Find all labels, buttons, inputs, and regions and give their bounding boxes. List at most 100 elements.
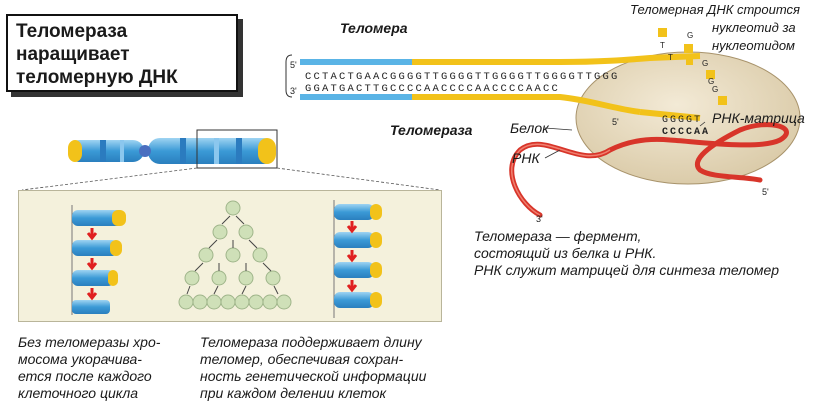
nucleotide-block: [718, 96, 727, 105]
dna-note-2: нуклеотид за: [712, 20, 796, 35]
cell: [248, 294, 264, 310]
red-arrow: [86, 258, 98, 271]
telomere-cap: [108, 270, 118, 286]
enzyme-caption: Теломераза — фермент, состоящий из белка…: [474, 228, 779, 279]
telomere-cap: [370, 232, 382, 248]
red-arrow: [86, 228, 98, 241]
zoom-box: [196, 129, 278, 169]
title-box: Теломераза наращивает теломерную ДНК: [6, 14, 238, 92]
title-line-1: Теломераза: [16, 21, 128, 42]
middle-caption-line: Теломераза поддерживает длину: [200, 334, 422, 350]
left-caption-line: ется после каждого: [18, 368, 152, 384]
nucleotide-label: T: [668, 53, 673, 62]
cell: [198, 247, 214, 263]
title-line-2: наращивает: [16, 44, 130, 65]
cell: [192, 294, 208, 310]
cell: [212, 224, 228, 240]
left-caption-line: Без теломеразы хро-: [18, 334, 161, 350]
end-5-right: 5': [762, 187, 769, 197]
chromosome-segment: [72, 300, 110, 314]
left-caption: Без теломеразы хро- мосома укорачива- ет…: [18, 334, 160, 402]
cell: [238, 270, 254, 286]
end-5-rna: 5': [612, 117, 619, 127]
dna-note-1: Теломерная ДНК строится: [630, 2, 800, 17]
enzyme-caption-line: состоящий из белка и РНК.: [474, 245, 657, 261]
chromosome-segment: [334, 292, 374, 308]
band: [214, 138, 219, 164]
band: [180, 138, 186, 164]
free-nucleotides: T G G G T G: [658, 28, 727, 105]
nucleotide-block: [658, 28, 667, 37]
red-arrow: [346, 280, 358, 293]
telomere-cap: [370, 262, 382, 278]
extension-sequence: GGGGT: [662, 115, 702, 126]
enzyme-caption-line: Теломераза — фермент,: [474, 228, 642, 244]
chromosome-segment: [72, 210, 124, 226]
division-arrows: [186, 215, 279, 295]
middle-caption-line: теломер, обеспечивая сохран-: [200, 351, 404, 367]
band: [120, 140, 124, 162]
maintained-chromosomes: [333, 200, 382, 318]
enzyme-caption-line: РНК служит матрицей для синтеза теломер: [474, 262, 780, 278]
left-caption-line: мосома укорачива-: [18, 351, 142, 367]
telomere-cap: [370, 292, 382, 308]
dna-bottom-yellow: [412, 94, 641, 115]
red-arrow: [346, 250, 358, 263]
chromosome: [21, 129, 441, 191]
cell: [206, 294, 222, 310]
zoom-line-left: [21, 167, 198, 191]
nucleotide-label: T: [660, 41, 665, 50]
red-arrow: [86, 288, 98, 301]
middle-caption-line: при каждом делении клеток: [200, 385, 387, 401]
template-leader: [699, 121, 706, 127]
nucleotide-block: [686, 58, 693, 65]
cell: [276, 294, 292, 310]
telomere-right: [258, 138, 276, 164]
cell: [225, 247, 241, 263]
cell: [211, 270, 227, 286]
band: [236, 138, 242, 164]
zoom-line-right: [276, 167, 441, 191]
telomere-cap: [370, 204, 382, 220]
cell: [252, 247, 268, 263]
cell: [184, 270, 200, 286]
cell: [262, 294, 278, 310]
bottom-strand-sequence: GGATGACTTGCCCCAACCCCAACCCCAACC: [305, 83, 560, 95]
dna-top-yellow: [412, 53, 701, 65]
telomere-cap: [112, 210, 126, 226]
shortening-chromosomes: [71, 205, 126, 315]
band: [100, 140, 106, 162]
dna-note-3: нуклеотидом: [712, 38, 795, 53]
telomere-cap: [110, 240, 122, 256]
cell: [234, 294, 250, 310]
chromosome-segment: [72, 270, 114, 286]
chromosome-segment: [72, 240, 118, 256]
dna-extension: [639, 109, 701, 121]
top-strand-sequence: CCTACTGAACGGGGTTGGGGTTGGGGTTGGGGTTGGG: [305, 71, 620, 83]
centromere: [139, 145, 151, 157]
cell: [238, 224, 254, 240]
title-line-3: теломерную ДНК: [16, 67, 178, 88]
nucleotide-label: G: [687, 31, 693, 40]
cell-division-tree: [178, 200, 292, 310]
nucleotide-label: G: [708, 77, 714, 86]
chromosome-segment: [334, 262, 374, 278]
rna-ribbon-highlight: [510, 143, 611, 216]
nucleotide-label: G: [702, 59, 708, 68]
template-sequence: CCCCAA: [662, 127, 710, 138]
cell: [225, 200, 241, 216]
nucleotide-block: [706, 70, 715, 79]
rna-leader: [544, 149, 561, 159]
end-3-bottom: 3': [290, 86, 297, 96]
cell: [265, 270, 281, 286]
telomerase-label: Теломераза: [390, 122, 473, 138]
nucleotide-block: [684, 44, 693, 53]
chromosome-segment: [334, 204, 374, 220]
strand-brace: [285, 54, 293, 98]
protein-label: Белок: [510, 120, 549, 136]
end-3-rna: 3': [536, 214, 543, 224]
telomere-label: Теломера: [340, 20, 408, 36]
protein-leader: [544, 127, 573, 131]
rna-label: РНК: [512, 150, 540, 166]
